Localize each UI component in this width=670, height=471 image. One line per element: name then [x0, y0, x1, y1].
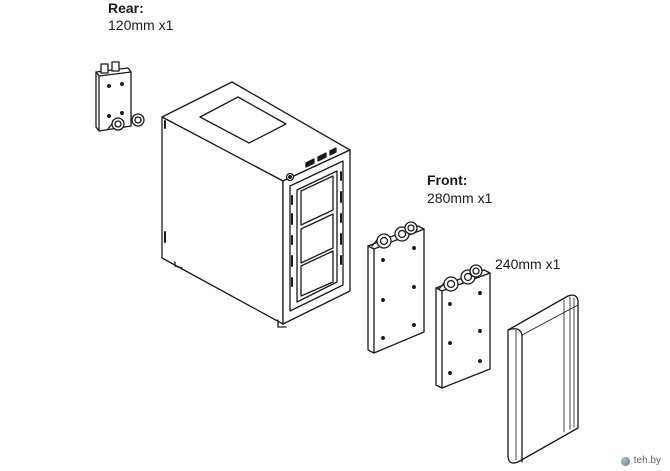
front-heading: Front: — [427, 172, 468, 188]
rear-120mm-radiator — [95, 61, 145, 132]
radiator-240-spec: 240mm x1 — [495, 256, 561, 272]
site-logo-icon — [620, 457, 630, 466]
rear-radiator-spec: 120mm x1 — [108, 17, 174, 33]
radiator-240mm — [435, 264, 491, 389]
rear-heading: Rear: — [108, 0, 144, 16]
front-280mm-radiator — [367, 221, 425, 354]
front-radiator-spec: 280mm x1 — [427, 190, 493, 206]
front-panel — [507, 294, 579, 464]
pc-case — [161, 81, 351, 328]
watermark-text: teh.by — [633, 455, 661, 466]
watermark: teh.by — [618, 454, 664, 467]
